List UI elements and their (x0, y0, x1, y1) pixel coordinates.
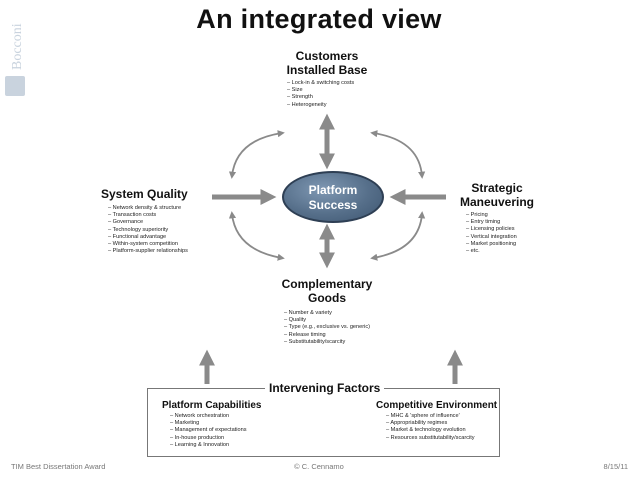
competitive-environment-heading: Competitive Environment (376, 400, 498, 411)
list-item: Platform-supplier relationships (108, 248, 188, 255)
list-item: Strength (287, 94, 354, 101)
list-item: Marketing (170, 420, 247, 427)
list-item: Transaction costs (108, 212, 188, 219)
list-item: Learning & Innovation (170, 442, 247, 449)
list-item: Size (287, 87, 354, 94)
list-item: Number & variety (284, 310, 370, 317)
arrow-curve-top-right (370, 130, 426, 179)
list-item: Network density & structure (108, 205, 188, 212)
list-item: Entry timing (466, 219, 517, 226)
slide-title: An integrated view (196, 4, 442, 34)
list-item: etc. (466, 248, 517, 255)
list-item: Quality (284, 317, 370, 324)
list-item: Management of expectations (170, 427, 247, 434)
svg-text:Bocconi: Bocconi (10, 23, 25, 70)
list-item: Licensing policies (466, 226, 517, 233)
list-item: Market positioning (466, 241, 517, 248)
arrow-curve-bottom-left (228, 211, 285, 261)
complementary-goods-heading: Complementary Goods (281, 277, 373, 305)
platform-capabilities-heading: Platform Capabilities (162, 400, 262, 411)
list-item: MHC & 'sphere of influence' (386, 413, 475, 420)
strategic-maneuvering-heading: Strategic Maneuvering (459, 181, 534, 209)
footer-date: 8/15/11 (603, 462, 628, 471)
bocconi-logo: Bocconi (5, 23, 25, 96)
footer-left-text: TIM Best Dissertation Award (11, 462, 106, 471)
competitive-environment-bullet-list: MHC & 'sphere of influence' Appropriabil… (386, 413, 475, 442)
list-item: Network orchestration (170, 413, 247, 420)
customers-bullet-list: Lock-in & switching costs Size Strength … (287, 80, 355, 109)
list-item: Technology superiority (108, 227, 188, 234)
footer-copyright: © C. Cennamo (294, 462, 344, 471)
list-item: Within-system competition (108, 241, 188, 248)
list-item: Vertical integration (466, 234, 517, 241)
strategic-bullet-list: Pricing Entry timing Licensing policies … (466, 212, 517, 255)
list-item: Substitutability/scarcity (284, 339, 370, 346)
system-quality-heading: System Quality (101, 187, 188, 201)
customers-installed-base-heading: Customers Installed Base (286, 49, 368, 77)
list-item: Resources substitutability/scarcity (386, 435, 475, 442)
list-item: Market & technology evolution (386, 427, 475, 434)
list-item: Appropriability regimes (386, 420, 475, 427)
list-item: Heterogeneity (287, 102, 354, 109)
platform-success-node: Platform Success (282, 171, 384, 223)
list-item: Lock-in & switching costs (287, 80, 355, 87)
arrow-curve-top-left (228, 130, 285, 179)
platform-capabilities-bullet-list: Network orchestration Marketing Manageme… (170, 413, 247, 449)
list-item: Pricing (466, 212, 517, 219)
intervening-factors-heading: Intervening Factors (265, 381, 385, 395)
list-item: In-house production (170, 435, 247, 442)
arrow-curve-bottom-right (370, 211, 426, 261)
system-quality-bullet-list: Network density & structure Transaction … (108, 205, 188, 255)
complementary-bullet-list: Number & variety Quality Type (e.g., exc… (284, 310, 370, 346)
list-item: Release timing (284, 332, 370, 339)
list-item: Governance (108, 219, 188, 226)
list-item: Type (e.g., exclusive vs. generic) (284, 324, 370, 331)
list-item: Functional advantage (108, 234, 188, 241)
